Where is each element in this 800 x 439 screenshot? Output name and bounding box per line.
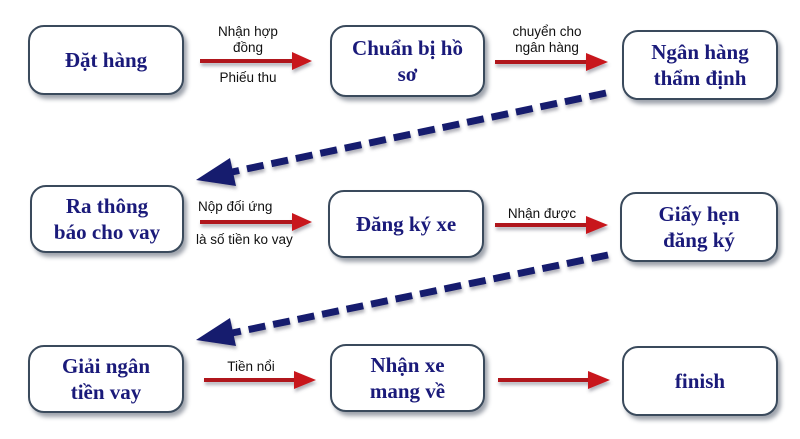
dashed-arrow-nganHang-to-raThongBao bbox=[196, 89, 607, 186]
node-dang-ky-xe: Đăng ký xe bbox=[328, 190, 484, 258]
edge-label-tien-noi: Tiền nổi bbox=[227, 359, 275, 374]
arrow-raThongBao-to-dangKy bbox=[200, 213, 312, 231]
edge-label-nop-doi-ung: Nộp đối ứng bbox=[198, 199, 273, 214]
node-finish: finish bbox=[622, 346, 778, 416]
arrow-chuanBi-to-nganHang bbox=[495, 53, 608, 71]
node-dat-hang: Đặt hàng bbox=[28, 25, 184, 95]
node-label: Đặt hàng bbox=[64, 47, 148, 72]
arrow-datHang-to-chuanBi bbox=[200, 52, 312, 70]
arrow-dangKy-to-giayHen bbox=[495, 216, 608, 234]
edge-label-la-so-tien-ko-vay: là số tiền ko vay bbox=[196, 232, 293, 247]
arrow-giaiNgan-to-nhanXe bbox=[204, 371, 316, 389]
dashed-arrow-giayHen-to-giaiNgan bbox=[196, 251, 609, 346]
edge-label-nhan-duoc: Nhận được bbox=[507, 206, 577, 221]
node-label: finish bbox=[674, 368, 726, 393]
arrow-nhanXe-to-finish bbox=[498, 371, 610, 389]
node-label: Đăng ký xe bbox=[355, 211, 457, 236]
edge-label-phieu-thu: Phiếu thu bbox=[219, 70, 277, 85]
